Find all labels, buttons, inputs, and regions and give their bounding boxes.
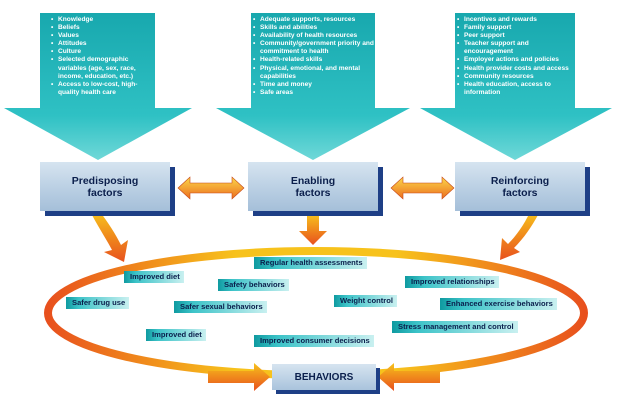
behaviors-box: BEHAVIORS	[272, 364, 376, 390]
list-item: Adequate supports, resources	[252, 16, 376, 24]
list-item: Family support	[456, 24, 576, 32]
arrow-predisposing-down	[92, 212, 128, 262]
behavior-ring	[44, 247, 588, 379]
list-item: Availability of health resources	[252, 32, 376, 40]
tag-stress-management: Stress management and control	[392, 321, 518, 333]
predisposing-factors-box: Predisposing factors	[40, 162, 170, 211]
double-arrow-left	[177, 176, 245, 200]
list-item: Values	[50, 32, 154, 40]
list-item: Community resources	[456, 73, 576, 81]
tag-improved-diet-2: Improved diet	[146, 329, 206, 341]
list-item: Beliefs	[50, 24, 154, 32]
tag-regular-health-assessments: Regular health assessments	[254, 257, 367, 269]
list-item: Health education, access to information	[456, 81, 576, 97]
enabling-factor-list: Adequate supports, resources Skills and …	[252, 16, 376, 97]
list-item: Access to low-cost, high-quality health …	[50, 81, 154, 97]
enabling-factors-box: Enabling factors	[248, 162, 378, 211]
tag-safer-drug-use: Safer drug use	[66, 297, 130, 309]
list-item: Attitudes	[50, 40, 154, 48]
reinforcing-label-line2: factors	[502, 186, 538, 199]
tag-improved-relationships: Improved relationships	[405, 276, 499, 288]
arrow-reinforcing-down	[500, 212, 538, 260]
reinforcing-factor-list: Incentives and rewards Family support Pe…	[456, 16, 576, 97]
enabling-label-line2: factors	[295, 186, 331, 199]
tag-improved-consumer-decisions: Improved consumer decisions	[254, 335, 374, 347]
arrow-enabling-down	[299, 214, 327, 245]
reinforcing-label-line1: Reinforcing	[490, 174, 550, 187]
double-arrow-right	[390, 176, 455, 200]
list-item: Knowledge	[50, 16, 154, 24]
behaviors-label: BEHAVIORS	[294, 371, 354, 383]
list-item: Time and money	[252, 81, 376, 89]
predisposing-label-line2: factors	[87, 186, 123, 199]
list-item: Culture	[50, 48, 154, 56]
list-item: Health provider costs and access	[456, 65, 576, 73]
tag-enhanced-exercise-behaviors: Enhanced exercise behaviors	[440, 298, 557, 310]
list-item: Teacher support and encouragement	[456, 40, 576, 56]
list-item: Community/government priority and commit…	[252, 40, 376, 56]
list-item: Selected demographic variables (age, sex…	[50, 56, 154, 80]
list-item: Health-related skills	[252, 56, 376, 64]
predisposing-factor-list: Knowledge Beliefs Values Attitudes Cultu…	[50, 16, 154, 97]
tag-weight-control: Weight control	[334, 295, 398, 307]
tag-improved-diet: Improved diet	[124, 271, 184, 283]
tag-safer-sexual-behaviors: Safer sexual behaviors	[174, 301, 267, 313]
predisposing-label-line1: Predisposing	[71, 174, 139, 187]
arrow-into-behaviors-right	[378, 363, 440, 391]
list-item: Incentives and rewards	[456, 16, 576, 24]
tag-safety-behaviors: Safety behaviors	[218, 279, 289, 291]
enabling-label-line1: Enabling	[290, 174, 336, 187]
list-item: Physical, emotional, and mental capabili…	[252, 65, 376, 81]
list-item: Safe areas	[252, 89, 376, 97]
list-item: Skills and abilities	[252, 24, 376, 32]
list-item: Peer support	[456, 32, 576, 40]
arrow-into-behaviors-left	[208, 363, 270, 391]
list-item: Employer actions and policies	[456, 56, 576, 64]
reinforcing-factors-box: Reinforcing factors	[455, 162, 585, 211]
